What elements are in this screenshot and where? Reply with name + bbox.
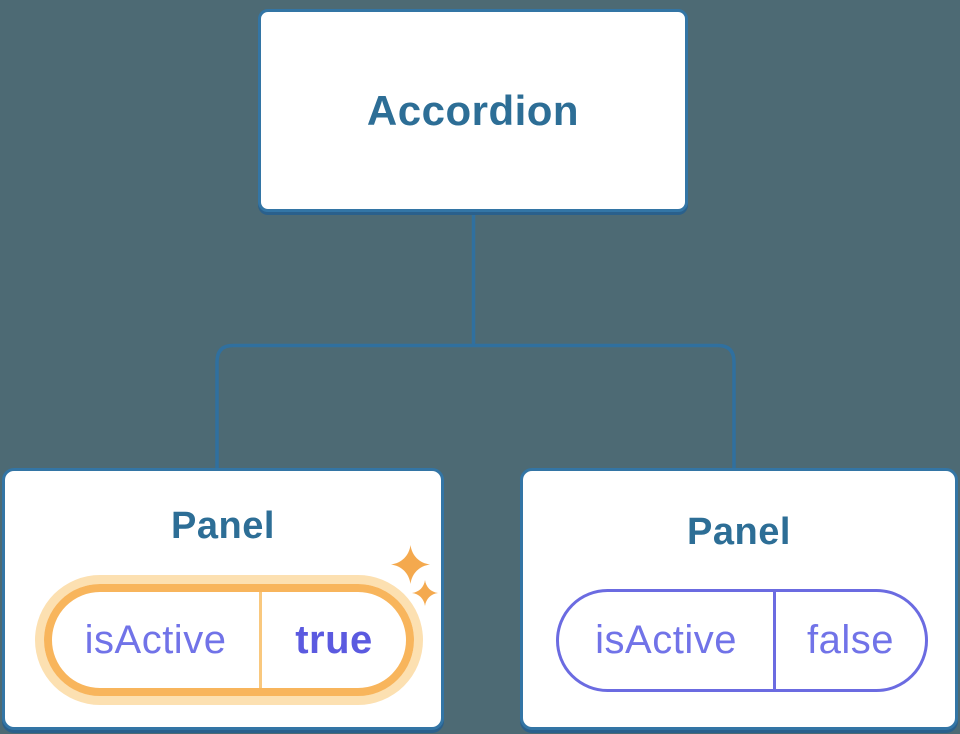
state-value-label: false <box>773 592 925 689</box>
state-value-label: true <box>259 592 406 688</box>
sparkle-icon-small <box>412 580 438 606</box>
panel-node-active: Panel isActive true <box>2 468 444 730</box>
panel-title: Panel <box>171 505 275 547</box>
state-name-label: isActive <box>84 617 227 662</box>
accordion-node-label: Accordion <box>366 86 580 134</box>
sparkle-icon <box>391 545 430 584</box>
state-pill-active: isActive true <box>44 584 414 696</box>
state-name-label: isActive <box>595 618 737 662</box>
panel-title: Panel <box>687 511 791 553</box>
panel-node-inactive: Panel isActive false <box>520 468 958 730</box>
accordion-node: Accordion <box>258 9 688 212</box>
state-pill-inactive: isActive false <box>556 589 928 692</box>
